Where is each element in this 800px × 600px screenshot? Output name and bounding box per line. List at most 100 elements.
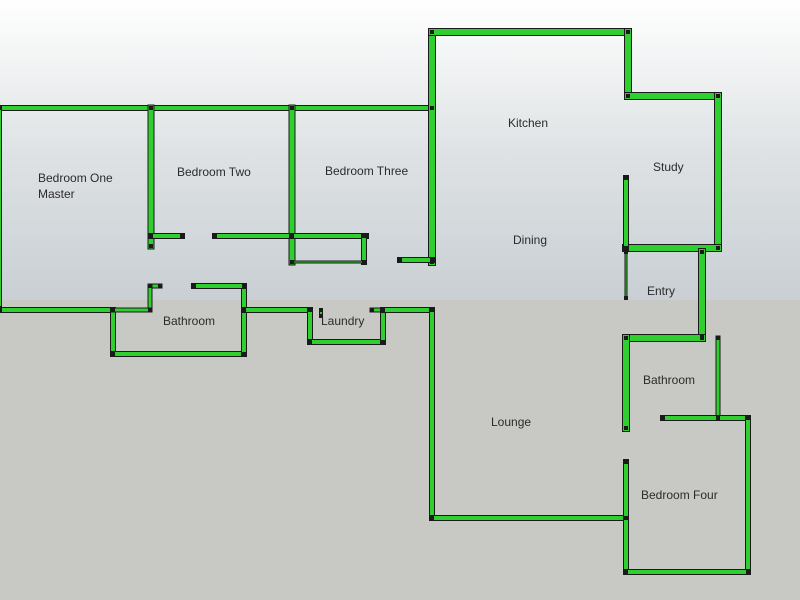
wall-segment[interactable] [429, 515, 629, 521]
wall-vertex [158, 284, 162, 288]
wall-vertex [149, 244, 153, 248]
wall-vertex [319, 308, 323, 312]
wall-segment[interactable] [0, 106, 2, 310]
wall-segment[interactable] [212, 233, 295, 239]
wall-vertex [624, 176, 628, 180]
wall-vertex [213, 234, 217, 238]
room-label-bedroom-one: Bedroom One Master [38, 170, 113, 202]
wall-segment[interactable] [397, 257, 435, 263]
wall-vertex [381, 340, 385, 344]
room-label-entry: Entry [647, 284, 676, 298]
wall-vertex [370, 308, 374, 312]
wall-segment[interactable] [380, 307, 435, 313]
wall-segment[interactable] [307, 307, 313, 345]
wall-vertex [0, 308, 2, 312]
room-label-kitchen: Kitchen [508, 116, 549, 130]
wall-segment[interactable] [110, 307, 116, 357]
room-label-laundry: Laundry [321, 314, 365, 328]
wall-segment[interactable] [110, 307, 153, 313]
wall-segment[interactable] [623, 569, 751, 575]
room-label-bathroom-left: Bathroom [163, 314, 216, 328]
wall-segment[interactable] [428, 28, 632, 36]
wall-segment[interactable] [147, 104, 155, 250]
wall-vertex [430, 106, 434, 110]
room-label-bedroom-four: Bedroom Four [641, 488, 718, 502]
wall-vertex [149, 106, 153, 110]
wall-segment[interactable] [307, 339, 386, 345]
wall-segment[interactable] [241, 283, 247, 357]
wall-vertex [111, 308, 115, 312]
wall-segment[interactable] [0, 307, 116, 313]
wall-vertex [624, 570, 628, 574]
wall-vertex [362, 234, 366, 238]
wall-vertex [242, 284, 246, 288]
room-label-bedroom-three: Bedroom Three [325, 164, 409, 178]
wall-vertex [624, 460, 628, 464]
wall-vertex [626, 94, 630, 98]
wall-vertex [398, 258, 402, 262]
wall-vertex [290, 106, 294, 110]
wall-vertex [319, 314, 323, 318]
wall-segment[interactable] [428, 28, 436, 266]
wall-vertex [148, 284, 152, 288]
wall-segment[interactable] [429, 307, 435, 521]
room-label-bedroom-two: Bedroom Two [177, 165, 251, 179]
wall-vertex [626, 30, 630, 34]
room-label-lounge: Lounge [491, 415, 532, 429]
wall-segment[interactable] [288, 104, 296, 266]
wall-vertex [290, 260, 294, 264]
wall-vertex [430, 516, 434, 520]
wall-vertex [192, 284, 196, 288]
wall-vertex [362, 260, 366, 264]
wall-segment[interactable] [148, 233, 185, 239]
wall-vertex [149, 234, 153, 238]
wall-segment[interactable] [622, 244, 722, 252]
wall-vertex [430, 258, 434, 262]
room-label-study: Study [653, 160, 684, 174]
wall-segment[interactable] [622, 334, 706, 342]
wall-vertex [180, 234, 184, 238]
wall-vertex [700, 250, 704, 254]
wall-vertex [242, 352, 246, 356]
ground-plane [0, 300, 800, 600]
wall-segment[interactable] [624, 28, 632, 100]
wall-vertex [716, 416, 720, 420]
wall-segment[interactable] [714, 92, 722, 252]
wall-vertex [0, 106, 2, 110]
wall-segment[interactable] [745, 415, 751, 575]
wall-vertex [624, 296, 628, 300]
wall-segment[interactable] [290, 260, 366, 264]
room-label-bathroom-right: Bathroom [643, 373, 696, 387]
wall-segment[interactable] [622, 334, 630, 432]
wall-vertex [661, 416, 665, 420]
wall-segment[interactable] [110, 351, 247, 357]
wall-vertex [242, 308, 246, 312]
wall-segment[interactable] [289, 233, 369, 239]
wall-segment[interactable] [623, 175, 629, 251]
room-label-dining: Dining [513, 233, 548, 247]
room-label-bedroom-one-line2: Master [38, 187, 75, 201]
wall-vertex [111, 352, 115, 356]
wall-vertex [308, 308, 312, 312]
wall-vertex [624, 246, 628, 250]
wall-vertex [430, 30, 434, 34]
wall-segment[interactable] [361, 233, 367, 265]
wall-segment[interactable] [698, 248, 706, 340]
wall-segment[interactable] [241, 307, 313, 313]
wall-segment[interactable] [624, 250, 628, 300]
wall-segment[interactable] [0, 105, 435, 111]
wall-segment[interactable] [715, 335, 721, 421]
room-label-bedroom-one-line1: Bedroom One [38, 171, 113, 185]
wall-vertex [624, 250, 628, 254]
wall-segment[interactable] [380, 307, 386, 345]
wall-vertex [746, 416, 750, 420]
wall-vertex [430, 308, 434, 312]
wall-vertex [746, 570, 750, 574]
wall-vertex [716, 336, 720, 340]
wall-segment[interactable] [660, 415, 751, 421]
wall-vertex [308, 340, 312, 344]
wall-segment[interactable] [191, 283, 247, 289]
wall-segment[interactable] [624, 92, 722, 100]
